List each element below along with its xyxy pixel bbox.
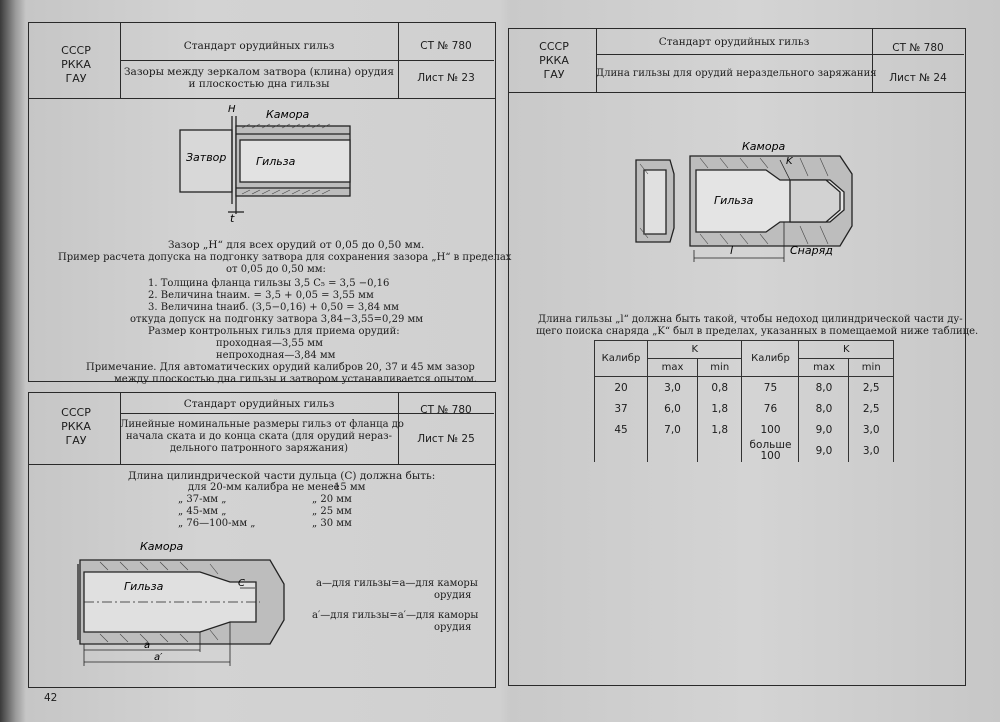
table-row: 20 3,0 0,8 75 8,0 2,5 [594, 376, 894, 398]
binding-shadow [0, 0, 26, 722]
size-row-value: „ 30 мм [312, 518, 352, 529]
case-length-drawing: Камора Гильза K l Снаряд [635, 140, 853, 262]
label-K: K [786, 156, 794, 167]
legend-a-prime-cont: орудия [434, 622, 472, 633]
col-max: max [647, 358, 698, 377]
col-k: K [646, 340, 743, 359]
label-a-prime: a′ [154, 652, 163, 663]
sheet-title-line2: начала ската и до конца ската (для оруди… [125, 431, 393, 442]
control-go: проходная—3,55 мм [216, 338, 323, 349]
label-zatvor: Затвор [186, 151, 226, 164]
label-c: C [238, 578, 245, 589]
label-snaryad: Снаряд [790, 244, 833, 257]
neck-length-intro: Длина цилиндрической части дульца (С) до… [128, 470, 436, 482]
col-min: min [848, 358, 894, 377]
sheet-number: Лист № 24 [889, 72, 947, 84]
calc-line-3: 3. Величина tнаиб. (3,5−0,16) + 0,50 = 3… [148, 302, 399, 313]
note-line-1: Примечание. Для автоматических орудий ка… [86, 362, 475, 373]
breech-gap-drawing: H Камора Затвор Гильза t [179, 104, 351, 225]
table-row: 45 7,0 1,8 100 9,0 3,0 [594, 419, 894, 440]
label-gilza: Гильза [124, 580, 164, 593]
sheet-title-line3: дельного патронного заряжания) [169, 443, 349, 454]
length-rule-line-2: щего поиска снаряда „K“ был в пределах, … [536, 326, 979, 337]
col-min: min [696, 358, 743, 377]
size-row-label: „ 45-мм „ [178, 506, 227, 517]
table-row: 37 6,0 1,8 76 8,0 2,5 [594, 398, 894, 419]
legend-a-cont: орудия [434, 590, 472, 601]
sheet-number: Лист № 25 [417, 433, 475, 445]
k-tolerance-table: Калибр K Калибр K max min max min 20 3,0… [594, 340, 894, 462]
standard-title: Стандарт орудийных гильз [183, 40, 335, 52]
control-size-title: Размер контрольных гильз для приема оруд… [148, 326, 400, 337]
sheet-title: Линейные номинальные размеры гильз от фл… [120, 419, 404, 430]
case-chamber-drawing: Камора Гильза C a a′ [77, 540, 285, 666]
label-gilza: Гильза [714, 194, 754, 207]
legend-a: a—для гильзы=a—для каморы [316, 578, 478, 589]
size-row-value: 15 мм [334, 482, 366, 493]
size-row-label: „ 37-мм „ [178, 494, 227, 505]
sheet-title: Зазоры между зеркалом затвора (клина) ор… [124, 66, 394, 78]
calc-tolerance: откуда допуск на подгонку затвора 3,84−3… [130, 314, 424, 325]
label-kamora: Камора [266, 108, 310, 121]
example-range: от 0,05 до 0,50 мм: [226, 264, 326, 275]
example-intro: Пример расчета допуска на подгонку затво… [58, 252, 512, 263]
note-line-2: между плоскостью дна гильзы и затвором у… [114, 374, 478, 385]
standard-code: СТ № 780 [420, 40, 472, 52]
legend-a-prime: a′—для гильзы=a′—для каморы [312, 610, 479, 621]
size-row-value: „ 20 мм [312, 494, 352, 505]
control-nogo: непроходная—3,84 мм [216, 350, 336, 361]
label-gilza: Гильза [256, 155, 296, 168]
sheet-23-frame [28, 22, 496, 382]
length-rule-line-1: Длина гильзы „l“ должна быть такой, чтоб… [538, 314, 963, 325]
standard-code: СТ № 780 [892, 42, 944, 54]
page-number: 42 [44, 692, 58, 704]
size-row-value: „ 25 мм [312, 506, 352, 517]
gap-statement: Зазор „H“ для всех орудий от 0,05 до 0,5… [168, 239, 425, 251]
sheet-number: Лист № 23 [417, 72, 475, 84]
sheet-title: Длина гильзы для орудий нераздельного за… [596, 68, 877, 79]
size-row-label: для 20-мм калибра не менее [188, 482, 340, 493]
standard-code: СТ № 780 [420, 404, 472, 416]
sheet-25-frame [28, 392, 496, 688]
calc-line-1: 1. Толщина фланца гильзы 3,5 C₅ = 3,5 −0… [148, 278, 390, 289]
label-l: l [730, 244, 733, 257]
calc-line-2: 2. Величина tнаим. = 3,5 + 0,05 = 3,55 м… [148, 290, 374, 301]
label-H: H [228, 104, 236, 115]
label-t: t [230, 212, 235, 225]
label-kamora: Камора [742, 140, 786, 153]
col-caliber: Калибр [741, 340, 800, 377]
label-a: a [144, 640, 150, 651]
label-kamora: Камора [140, 540, 184, 553]
sheet-title-line2: и плоскостью дна гильзы [188, 78, 330, 90]
table-row: больше 100 9,0 3,0 [594, 440, 894, 462]
col-k: K [798, 340, 894, 359]
col-max: max [798, 358, 850, 377]
standard-title: Стандарт орудийных гильз [183, 398, 335, 410]
size-row-label: „ 76—100-мм „ [178, 518, 256, 529]
standard-title: Стандарт орудийных гильз [658, 36, 810, 48]
col-caliber: Калибр [594, 340, 648, 377]
sheet-24-frame [508, 28, 966, 686]
